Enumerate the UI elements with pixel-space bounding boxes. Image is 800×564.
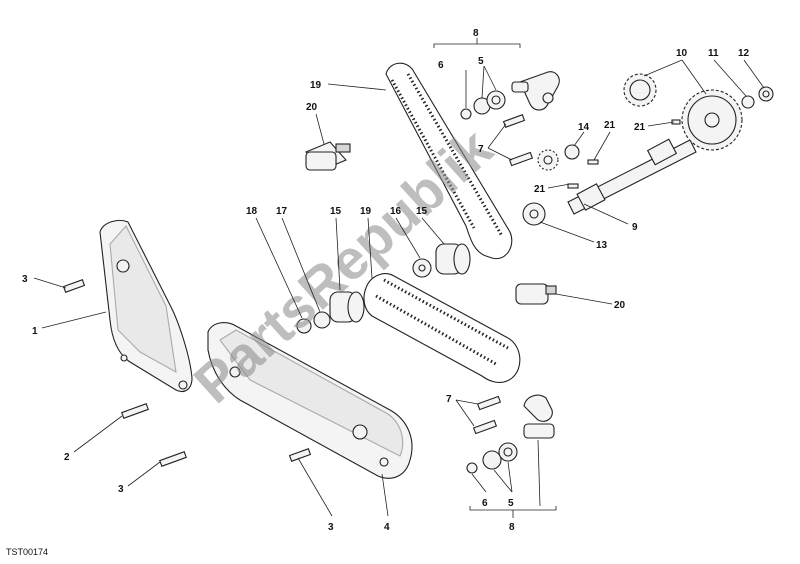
bearing-pair-lower (482, 442, 518, 470)
callout-7: 7 (478, 144, 484, 155)
front-belt-cover (207, 322, 413, 479)
shaft-washer-hole (529, 209, 539, 219)
callout-2: 2 (64, 452, 70, 463)
pulley-washer-hole (418, 264, 426, 272)
spacer-upper (305, 141, 351, 171)
bolt-cover-4 (288, 448, 312, 462)
callout-14: 14 (578, 122, 590, 133)
callout-20: 20 (306, 102, 318, 113)
callout-17: 17 (276, 206, 288, 217)
bearing-pair-upper (473, 90, 506, 115)
timing-belt-lower (363, 273, 521, 384)
callout-5: 5 (508, 498, 514, 509)
callout-15: 15 (330, 206, 342, 217)
callout-1: 1 (32, 326, 38, 337)
spacer-ring (296, 318, 312, 334)
bolt-upper-2 (508, 151, 534, 167)
washer (741, 95, 755, 109)
callout-18: 18 (246, 206, 258, 217)
rear-belt-cover (99, 219, 193, 393)
spacer-washer (313, 311, 331, 329)
tensioner-bracket-lower (523, 394, 555, 439)
callout-12: 12 (738, 48, 750, 59)
camshaft (567, 138, 697, 215)
timing-belt-upper (385, 62, 513, 260)
camshaft-gear-large (681, 89, 743, 151)
spacer-right (515, 283, 557, 305)
callout-3: 3 (118, 484, 124, 495)
bolt-upper-1 (502, 114, 526, 128)
bolt-cover-3 (159, 451, 187, 467)
pulley-lower (329, 291, 365, 323)
pin-1 (587, 159, 599, 165)
callout-labels: 1 2 3 3 3 4 5 5 6 6 7 7 8 8 9 10 11 12 1… (22, 28, 750, 533)
callout-8: 8 (473, 28, 479, 39)
callout-21: 21 (534, 184, 546, 195)
callout-16: 16 (390, 206, 402, 217)
callout-9: 9 (632, 222, 638, 233)
cog-icon (537, 149, 559, 171)
leader-lines (33, 38, 765, 518)
callout-21: 21 (604, 120, 616, 131)
tensioner-bracket-upper (511, 71, 560, 111)
diagram-reference-code: TST00174 (6, 547, 49, 557)
callout-21: 21 (634, 122, 646, 133)
bolt-lower-2 (472, 419, 498, 435)
seal-ring (564, 144, 580, 160)
callout-6: 6 (438, 60, 444, 71)
nut-hole (762, 90, 770, 98)
bolt-lower-1 (476, 395, 502, 411)
callout-19: 19 (360, 206, 372, 217)
pulley-upper (435, 243, 471, 275)
camshaft-gear-small (623, 73, 657, 107)
callout-4: 4 (384, 522, 390, 533)
bolt-cover-2 (121, 403, 149, 419)
callout-15: 15 (416, 206, 428, 217)
callout-13: 13 (596, 240, 608, 251)
bolt-cover-1 (62, 279, 86, 293)
callout-10: 10 (676, 48, 688, 59)
callout-19: 19 (310, 80, 322, 91)
callout-8: 8 (509, 522, 515, 533)
callout-7: 7 (446, 394, 452, 405)
pin-2 (567, 183, 579, 189)
callout-6: 6 (482, 498, 488, 509)
callout-3: 3 (328, 522, 334, 533)
callout-11: 11 (708, 48, 719, 59)
callout-20: 20 (614, 300, 626, 311)
circlip-upper (460, 108, 472, 120)
circlip-lower (466, 462, 478, 474)
callout-3: 3 (22, 274, 28, 285)
callout-5: 5 (478, 56, 484, 67)
